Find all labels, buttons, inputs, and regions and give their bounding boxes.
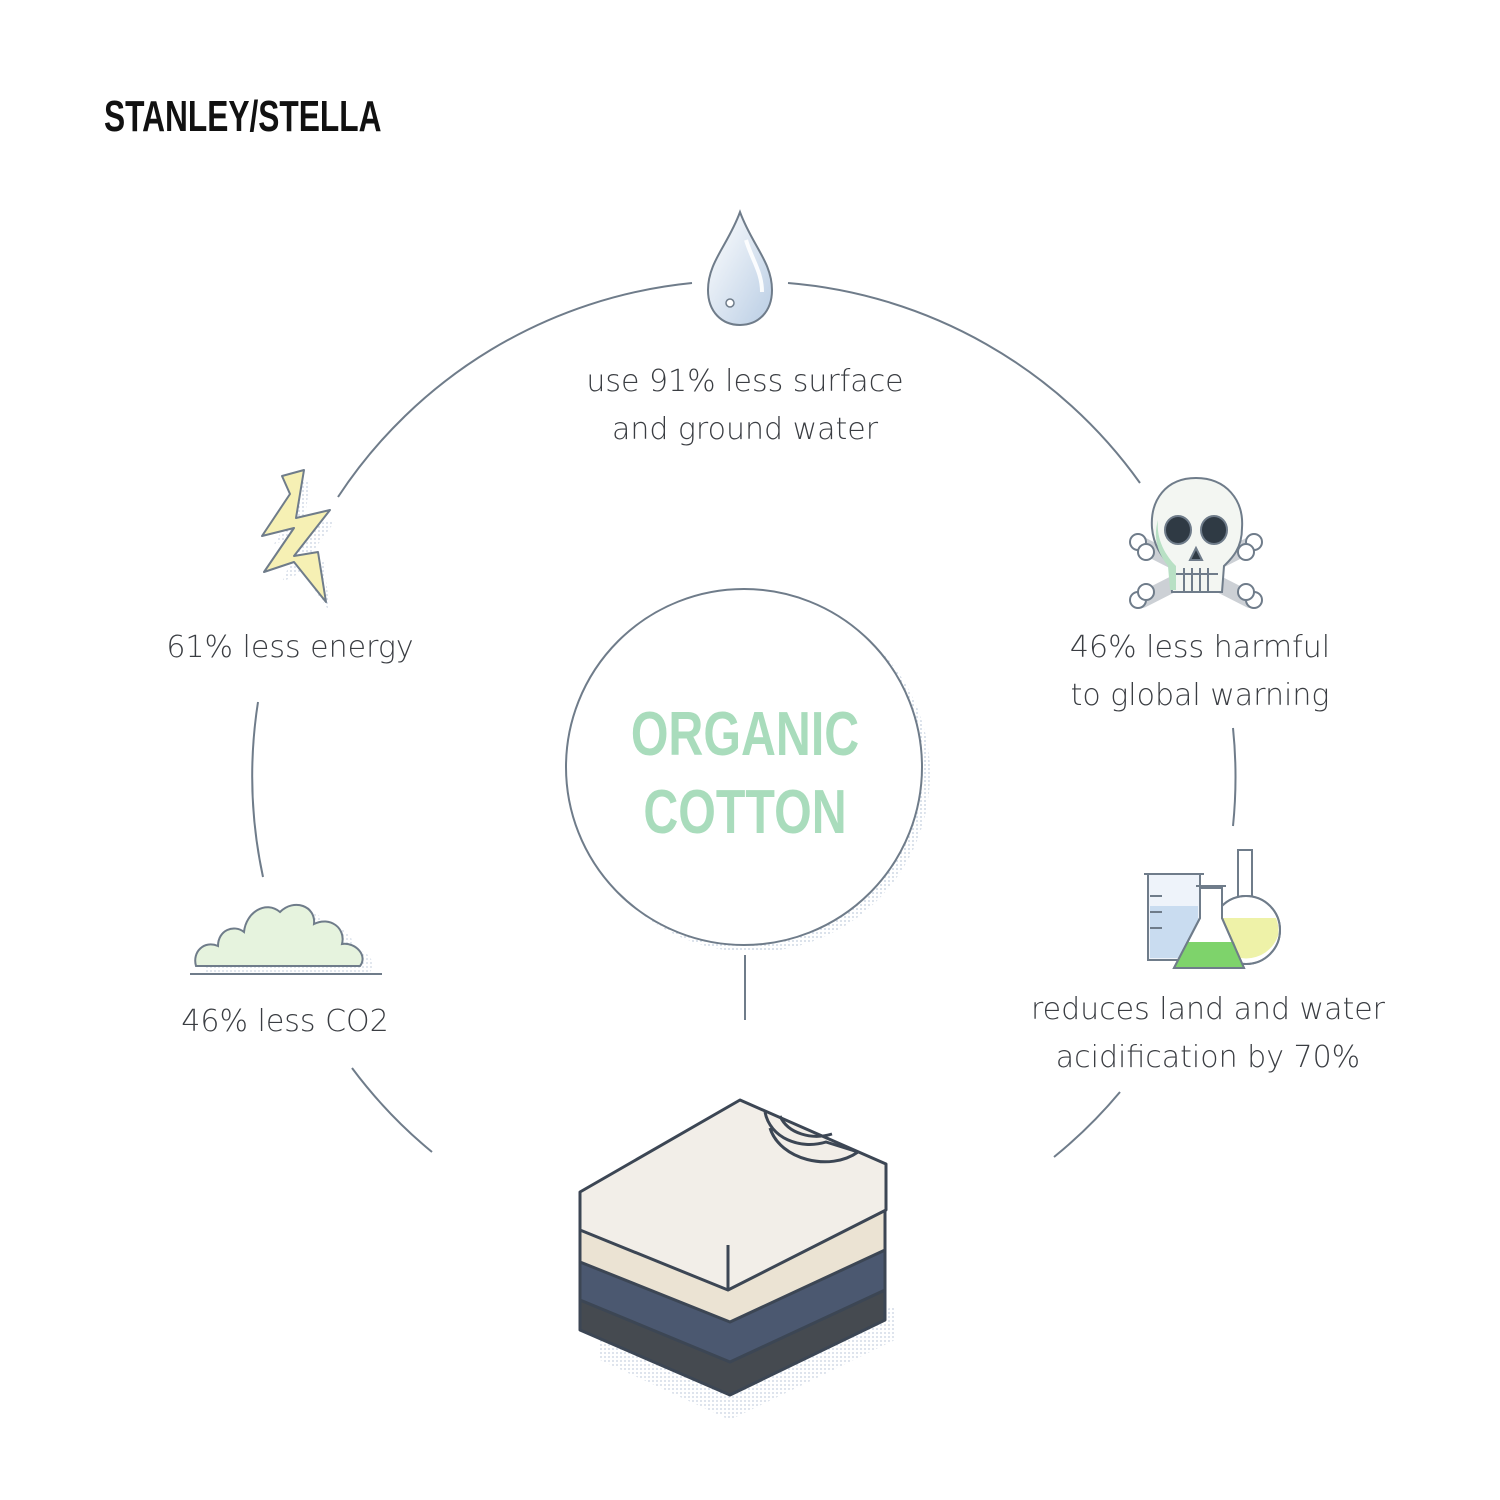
stat-acid-line1: reduces land and water: [1030, 992, 1386, 1027]
folded-tshirts-icon: [578, 1098, 895, 1420]
center-title-line1: ORGANIC: [630, 700, 860, 769]
center-title-line2: COTTON: [643, 778, 847, 847]
stat-energy-line1: 61% less energy: [166, 630, 414, 665]
ring-arc-bottom-left: [351, 1067, 433, 1153]
inner-circle: [565, 588, 923, 946]
center-title: ORGANIC COTTON: [605, 696, 886, 852]
ring-arc-bottom-right: [1053, 1091, 1121, 1158]
cloud-icon: [190, 903, 382, 975]
stat-acidification: reduces land and water acidification by …: [1020, 986, 1396, 1082]
stat-co2-line1: 46% less CO2: [181, 1004, 389, 1039]
skull-crossbones-icon: [1129, 476, 1263, 609]
stat-energy: 61% less energy: [150, 624, 430, 672]
ring-arc-right: [1232, 727, 1237, 827]
stat-water-line1: use 91% less surface: [586, 364, 904, 399]
ring-arc-top-left: [337, 282, 693, 498]
stat-acid-line2: acidification by 70%: [1055, 1040, 1361, 1075]
ring-arc-left: [251, 701, 264, 878]
stat-harmful: 46% less harmful to global warning: [1040, 624, 1360, 720]
ring-arc-top-right: [787, 282, 1141, 484]
lightning-bolt-icon: [261, 469, 336, 612]
stat-water-line2: and ground water: [611, 412, 879, 447]
stat-co2: 46% less CO2: [150, 998, 420, 1046]
brand-logo: STANLEY/STELLA: [104, 92, 382, 141]
water-drop-icon: [706, 209, 774, 327]
outer-ring: [251, 282, 1237, 1158]
stat-harmful-line1: 46% less harmful: [1069, 630, 1331, 665]
lab-flasks-icon: [1144, 849, 1281, 969]
stat-water: use 91% less surface and ground water: [545, 358, 945, 454]
stat-harmful-line2: to global warning: [1070, 678, 1330, 713]
